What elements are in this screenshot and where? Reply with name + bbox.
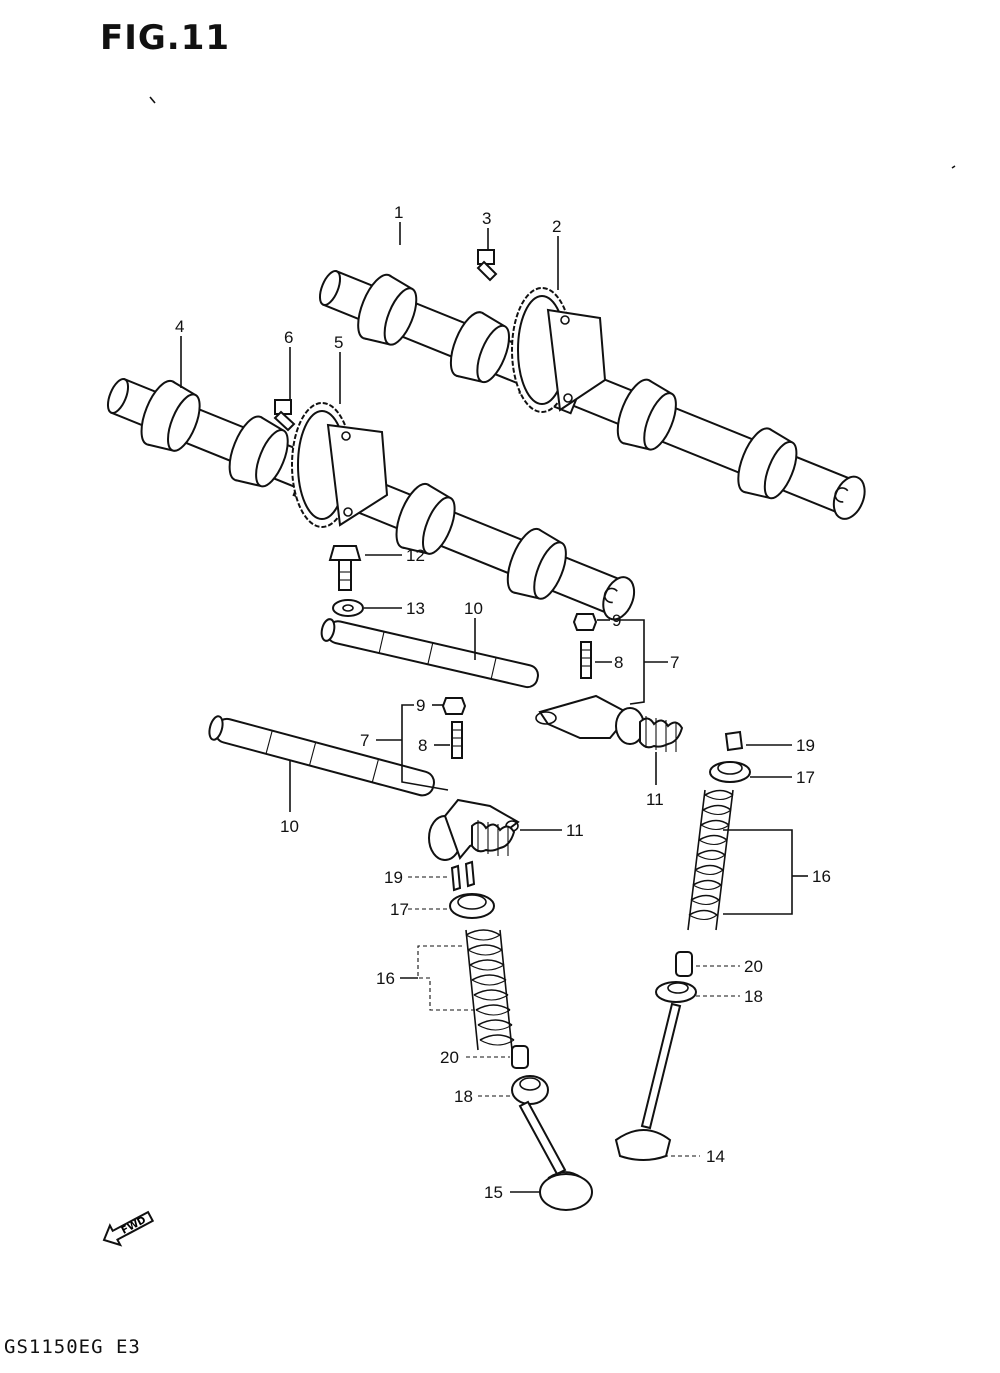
rocker-spring-upper — [639, 716, 684, 752]
locknut-lower — [441, 697, 467, 715]
scan-mark — [149, 96, 156, 104]
fwd-label: FWD — [120, 1215, 148, 1237]
callout-17-left: 17 — [390, 900, 409, 919]
callout-10-upper: 10 — [464, 599, 483, 618]
callout-20-right: 20 — [744, 957, 763, 976]
cam-sprocket-lower — [291, 402, 389, 528]
callout-8-lower: 8 — [418, 736, 427, 755]
oil-seal-left — [511, 1045, 529, 1069]
callout-2: 2 — [552, 217, 561, 236]
callout-11-lower: 11 — [566, 821, 584, 840]
callout-19-left: 19 — [384, 868, 403, 887]
callout-18-left: 18 — [454, 1087, 473, 1106]
spring-retainer-left — [449, 893, 495, 919]
cam-sprocket-upper — [511, 287, 607, 413]
callout-10-lower: 10 — [280, 817, 299, 836]
callout-7-lower: 7 — [360, 731, 369, 750]
rocker-spring-lower — [471, 820, 516, 856]
washer-13 — [332, 599, 364, 617]
valve-spring-right — [687, 789, 734, 931]
valve-cotters-right — [724, 730, 744, 752]
callout-8-upper: 8 — [614, 653, 623, 672]
valve-spring-left — [465, 929, 515, 1051]
rocker-shaft-lower — [208, 715, 435, 797]
spring-seat-right — [655, 981, 697, 1003]
bolt-12 — [328, 545, 362, 591]
callout-1: 1 — [394, 203, 403, 222]
callouts: 1 2 3 4 5 6 12 13 10 9 8 7 9 7 8 11 19 1… — [175, 203, 831, 1202]
callout-20-left: 20 — [440, 1048, 459, 1067]
callout-16-right: 16 — [812, 867, 831, 886]
figure-title: FIG.11 — [100, 18, 231, 58]
callout-9-lower: 9 — [416, 696, 425, 715]
callout-13: 13 — [406, 599, 425, 618]
callout-14: 14 — [706, 1147, 725, 1166]
adjust-screw-lower — [451, 721, 463, 759]
spring-seat-left — [511, 1075, 549, 1105]
callout-6: 6 — [284, 328, 293, 347]
valve-intake — [614, 1002, 682, 1161]
rocker-arm-upper — [535, 694, 645, 745]
callout-12: 12 — [406, 546, 425, 565]
forward-arrow-icon: FWD — [102, 1210, 155, 1247]
callout-4: 4 — [175, 317, 184, 336]
callout-5: 5 — [334, 333, 343, 352]
spring-retainer-right — [709, 761, 751, 783]
callout-18-right: 18 — [744, 987, 763, 1006]
leader-lines — [180, 222, 808, 1193]
callout-7-upper: 7 — [670, 653, 679, 672]
valve-exhaust — [518, 1100, 593, 1211]
scan-mark — [951, 165, 956, 169]
valve-cotters-left — [450, 860, 476, 892]
callout-11-upper: 11 — [646, 790, 664, 809]
callout-9-upper: 9 — [612, 611, 621, 630]
adjust-screw-upper — [580, 641, 592, 679]
callout-17-right: 17 — [796, 768, 815, 787]
oil-seal-right — [675, 951, 693, 977]
footer-model-code: GS1150EG E3 — [4, 1336, 141, 1358]
locknut-upper — [572, 613, 598, 631]
sprocket-bolt-lower — [273, 399, 296, 432]
callout-19-right: 19 — [796, 736, 815, 755]
callout-16-left: 16 — [376, 969, 395, 988]
rocker-shaft-upper — [320, 618, 539, 689]
callout-3: 3 — [482, 209, 491, 228]
callout-15: 15 — [484, 1183, 503, 1202]
sprocket-bolt-upper — [476, 249, 498, 282]
